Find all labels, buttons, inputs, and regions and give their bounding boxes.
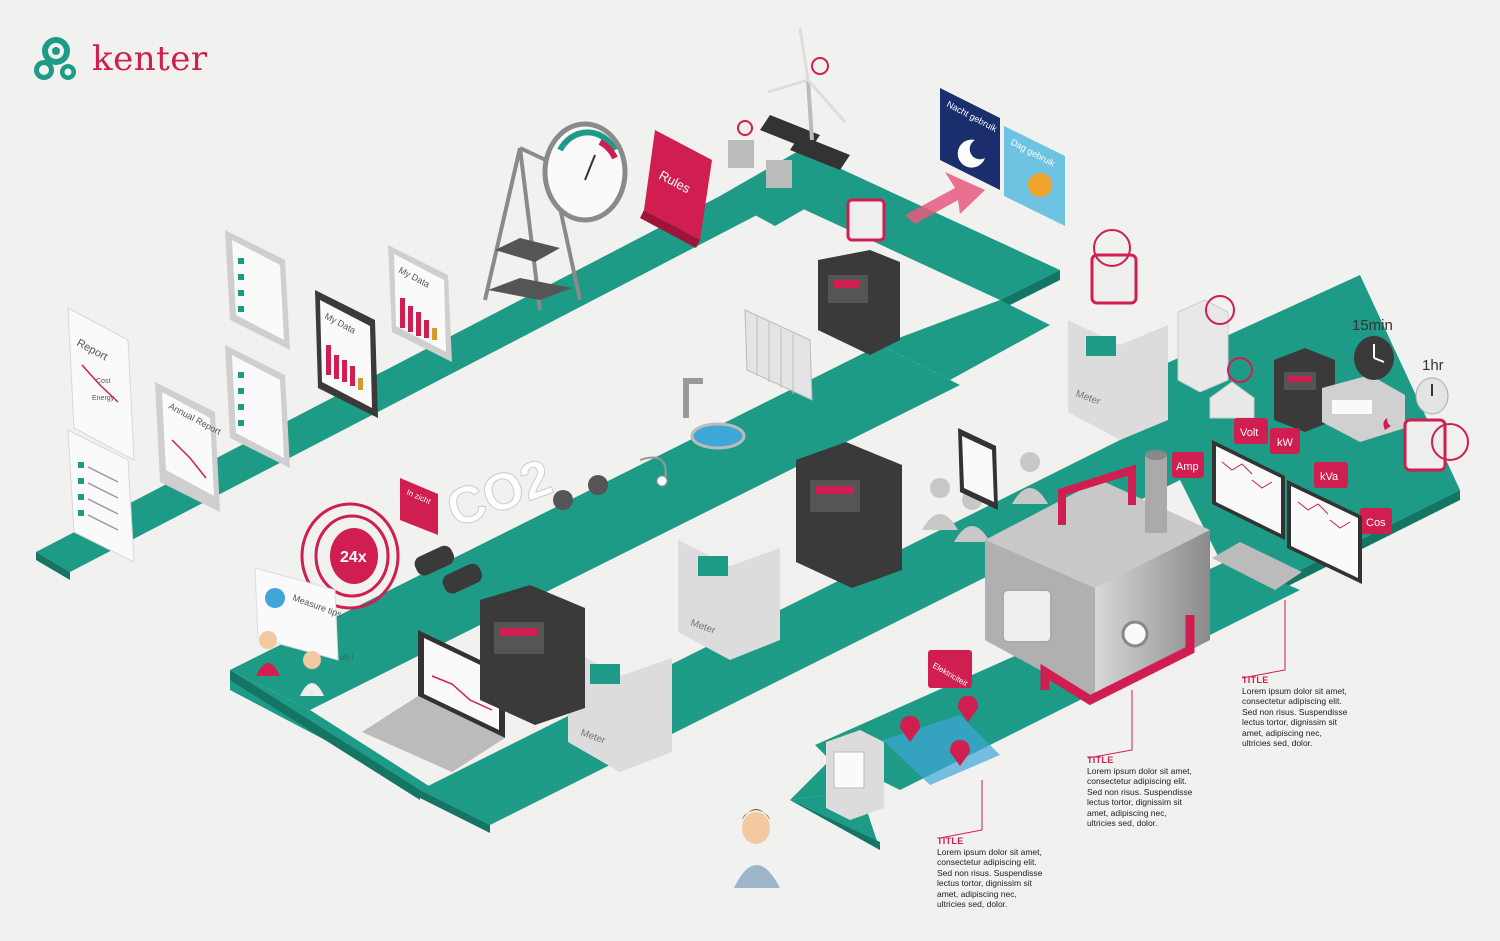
amp-label: Amp (1176, 461, 1199, 473)
monitor-icon[interactable] (1287, 480, 1362, 584)
dag-gebruik-panel[interactable]: Dag gebruik (1004, 126, 1065, 226)
smart-meter-icon[interactable] (480, 585, 585, 725)
keyboard-icon (1212, 542, 1302, 590)
faucet-icon (683, 378, 703, 418)
smart-meter-icon[interactable] (826, 730, 884, 820)
callout-title: TITLE (1242, 675, 1269, 685)
radiator-icon (744, 309, 813, 401)
report-cost-label: Cost (96, 378, 110, 385)
gas-meter-icon[interactable]: Meter (678, 522, 780, 660)
moon-icon (957, 139, 985, 168)
plug-icon (639, 456, 668, 487)
in-zicht-badge[interactable]: In zicht (400, 478, 438, 535)
callout-2: TITLE Lorem ipsum dolor sit amet, consec… (1087, 755, 1197, 829)
road-back-left (36, 170, 805, 572)
callout-1: TITLE Lorem ipsum dolor sit amet, consec… (937, 836, 1047, 910)
gauge-icon (542, 121, 628, 223)
stove-icon (553, 475, 608, 510)
wind-turbine-icon (767, 27, 847, 141)
kenter-logo[interactable]: kenter (30, 34, 208, 84)
rules-book[interactable]: Rules (640, 130, 712, 248)
1hr-label: 1hr (1422, 357, 1444, 374)
people-silhouettes-icon (922, 452, 1048, 542)
my-data-tablet-light[interactable]: My Data (388, 245, 452, 362)
volt-tag[interactable]: Volt (1234, 418, 1268, 444)
house-icon (1209, 357, 1255, 419)
24x-label: 24x (340, 549, 367, 566)
annual-report-tablet[interactable]: Annual Report (155, 382, 223, 512)
kw-tag[interactable]: kW (1270, 428, 1300, 454)
small-meter-1 (728, 120, 792, 188)
smart-meter-icon[interactable] (1274, 348, 1335, 432)
checklist-document[interactable] (67, 429, 135, 563)
split-arrow-icon (905, 172, 985, 224)
callout-body: Lorem ipsum dolor sit amet, consectetur … (937, 846, 1043, 910)
map-pin-icon (883, 696, 1000, 785)
cos-tag[interactable]: Cos (1360, 508, 1392, 534)
monitor-icon[interactable] (1212, 440, 1285, 540)
cos-label: Cos (1366, 517, 1386, 529)
callout-body: Lorem ipsum dolor sit amet, consectetur … (1087, 765, 1193, 829)
callout-3: TITLE Lorem ipsum dolor sit amet, consec… (1242, 675, 1352, 749)
laptop-icon[interactable] (362, 630, 505, 772)
clock-icon: 1hr (1415, 357, 1449, 415)
elektriciteit-badge[interactable]: Elektriciteit (928, 650, 972, 688)
person-icon (256, 631, 324, 696)
clock-icon: 15min (1352, 317, 1394, 380)
report-document[interactable]: Report Cost Energy (67, 307, 135, 461)
15min-label: 15min (1352, 317, 1393, 334)
oh-label: oh ! (340, 653, 353, 662)
gas-meter-icon[interactable] (1322, 375, 1405, 442)
sink-icon (690, 422, 746, 450)
person-icon (734, 809, 780, 888)
checklist-tablet-1[interactable] (225, 230, 290, 350)
report-tablet-small[interactable] (958, 428, 998, 510)
brand-name: kenter (92, 39, 208, 79)
callout-body: Lorem ipsum dolor sit amet, consectetur … (1242, 685, 1348, 749)
kva-label: kVa (1320, 471, 1339, 483)
road-middle (230, 345, 960, 710)
boiler-icon[interactable] (985, 450, 1210, 706)
callout-leaders (939, 600, 1286, 839)
office-building-icon (1177, 295, 1235, 393)
kenter-logo-icon (34, 37, 76, 80)
gas-meter-icon[interactable]: Meter (1068, 229, 1168, 440)
checklist-tablet-2[interactable] (225, 345, 290, 468)
kw-label: kW (1277, 437, 1294, 449)
smart-meter-icon[interactable] (1403, 418, 1469, 472)
road-upper-right (775, 150, 1060, 300)
solar-panel-icon (760, 115, 850, 170)
gas-meter-icon[interactable]: Meter (568, 630, 672, 772)
smart-meter-icon[interactable] (796, 442, 902, 588)
smart-meter-top[interactable] (818, 198, 900, 355)
callout-title: TITLE (1087, 755, 1114, 765)
binoculars-icon (414, 545, 483, 594)
callout-title: TITLE (937, 836, 964, 846)
report-energy-label: Energy (92, 395, 115, 402)
volt-label: Volt (1240, 427, 1258, 439)
my-data-tablet-dark[interactable]: My Data (315, 290, 378, 418)
amp-tag[interactable]: Amp (1172, 452, 1204, 478)
kva-tag[interactable]: kVa (1314, 462, 1348, 488)
sun-icon (1028, 173, 1052, 197)
24x-target[interactable]: 24x (300, 502, 400, 610)
